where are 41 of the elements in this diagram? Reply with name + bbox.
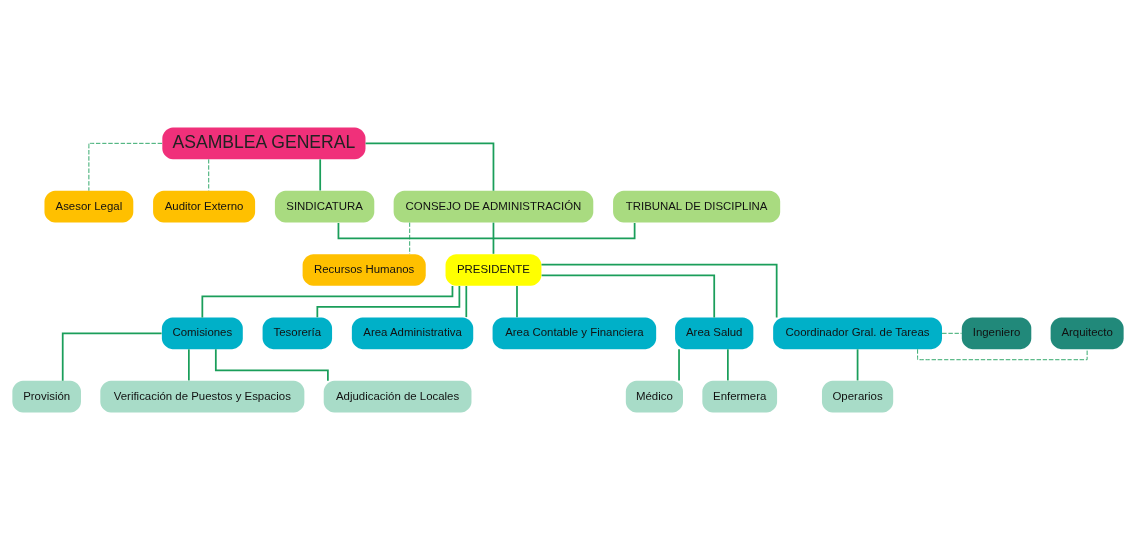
node-box: TRIBUNAL DE DISCIPLINA	[613, 190, 781, 222]
connector	[409, 221, 411, 254]
connector	[516, 284, 518, 318]
connector	[214, 347, 329, 382]
connector	[465, 284, 468, 318]
node-box: Tesorería	[262, 317, 333, 349]
node-box: Comisiones	[161, 317, 243, 349]
connector	[856, 347, 859, 381]
node-box: SINDICATURA	[274, 190, 375, 222]
connector	[208, 158, 210, 191]
node-box: PRESIDENTE	[445, 253, 542, 286]
node-box: Asesor Legal	[44, 190, 134, 222]
connector	[492, 221, 495, 255]
node-box: Enfermera	[702, 380, 778, 412]
connector	[540, 273, 716, 318]
node-box: Area Administrativa	[351, 317, 474, 349]
node-box: Verificación de Puestos y Espacios	[100, 380, 305, 412]
connector	[188, 347, 190, 381]
node-box: Operarios	[821, 380, 894, 412]
node-box: Area Contable y Financiera	[492, 317, 657, 349]
node-box: Area Salud	[675, 317, 754, 349]
node-box: Médico	[625, 380, 683, 412]
connector	[319, 157, 322, 191]
connector	[88, 142, 163, 191]
node-box: CONSEJO DE ADMINISTRACIÓN	[393, 190, 594, 222]
connector	[941, 332, 963, 334]
connector	[364, 141, 495, 192]
connector	[726, 347, 729, 381]
node-box: Adjudicación de Locales	[323, 380, 472, 412]
connector	[61, 331, 163, 382]
node-box: ASAMBLEA GENERAL	[162, 127, 366, 159]
connector	[540, 263, 778, 318]
connector	[678, 347, 680, 381]
node-box: Auditor Externo	[153, 190, 256, 222]
node-box: Coordinador Gral. de Tareas	[773, 317, 942, 349]
node-box: Arquitecto	[1050, 317, 1124, 349]
node-box: Provisión	[12, 380, 81, 412]
connector	[201, 284, 454, 318]
connector	[316, 284, 461, 318]
node-box: Ingeniero	[961, 317, 1032, 349]
node-box: Recursos Humanos	[302, 253, 426, 286]
